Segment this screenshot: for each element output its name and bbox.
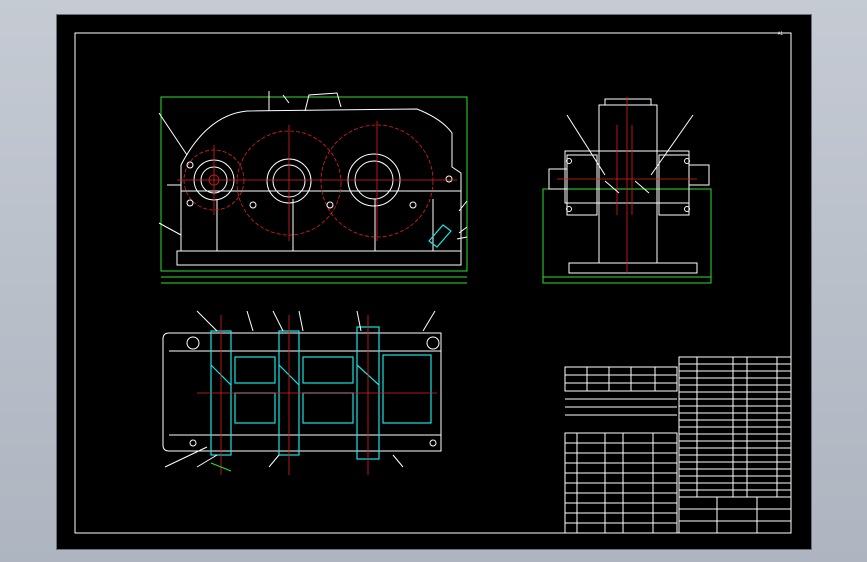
side-view — [542, 97, 712, 284]
title-block — [564, 432, 792, 534]
oil-gauge — [428, 224, 452, 248]
parameter-table — [564, 366, 678, 416]
gear-3 — [382, 354, 432, 424]
sheet-label: A1 — [778, 31, 784, 36]
inspection-cover — [304, 92, 342, 112]
top-housing-outline — [162, 332, 442, 452]
front-view — [158, 91, 468, 284]
gear-2 — [302, 356, 354, 384]
output-shaft — [688, 164, 710, 186]
housing-outline — [180, 108, 462, 191]
cad-drawing: A1 — [74, 31, 792, 534]
parts-list-table — [678, 356, 792, 498]
top-view — [162, 310, 442, 475]
gear-1 — [234, 356, 276, 384]
side-housing — [598, 104, 658, 264]
front-dimension-box — [160, 96, 468, 272]
drawing-border — [74, 32, 792, 534]
cad-viewport[interactable]: A1 — [56, 14, 812, 550]
